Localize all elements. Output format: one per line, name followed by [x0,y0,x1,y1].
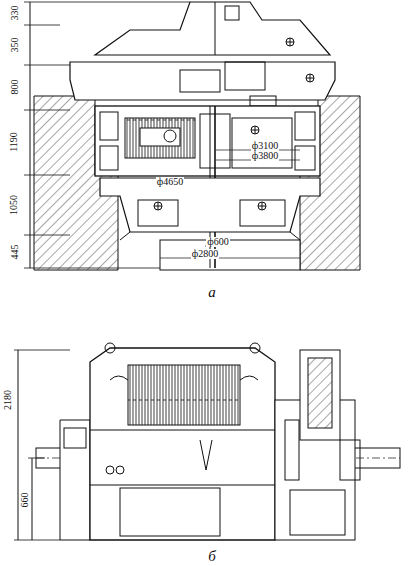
figure-label: а [207,285,217,300]
dimension-label: 445 [9,244,19,261]
dimension-label: 800 [9,79,19,96]
dimension-label: 330 [9,5,19,22]
dimension-label: 1190 [9,131,19,153]
dimension-label: ф600 [206,237,229,247]
dimension-label: ф2800 [191,249,219,259]
dimension-label: 1050 [9,194,19,216]
dimension-label: ф4650 [156,177,184,187]
figure-label: б [207,549,217,564]
dimension-label: ф3100 [251,141,279,151]
dimension-label: 2180 [3,389,13,411]
dimension-label: 660 [19,492,29,509]
dimension-label: 350 [9,37,19,54]
dimension-label: ф3800 [251,151,279,161]
